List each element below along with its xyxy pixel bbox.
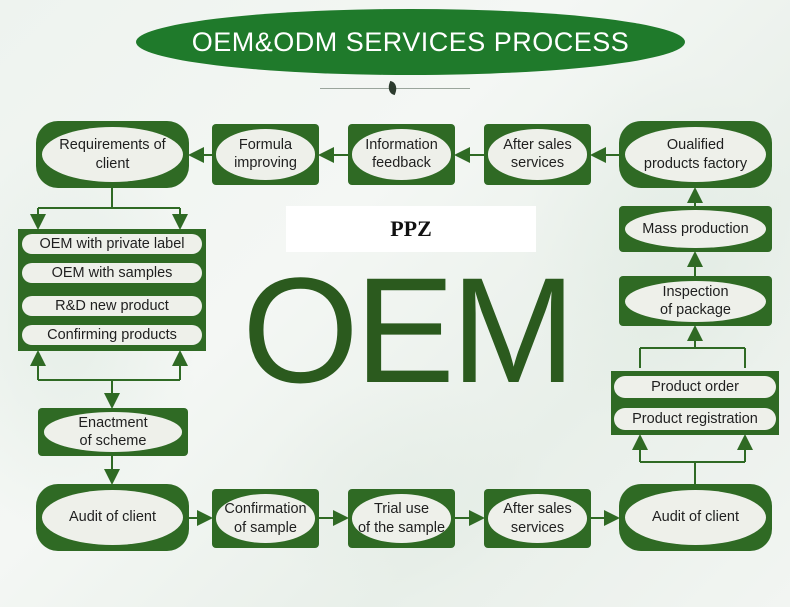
node-product-registration: Product registration [611, 405, 779, 433]
option-label: OEM with private label [21, 233, 203, 255]
option-label: R&D new product [21, 295, 203, 317]
option-item: OEM with samples [18, 260, 206, 286]
node-audit-right: Audit of client [619, 484, 772, 551]
node-confirmation: Confirmation of sample [212, 489, 319, 548]
node-inspection-label: Inspection of package [625, 280, 766, 322]
node-requirements: Requirements of client [36, 121, 189, 188]
option-label: Confirming products [21, 324, 203, 346]
option-item: Confirming products [18, 322, 206, 348]
center-oem-text: OEM [242, 245, 576, 414]
node-enactment: Enactment of scheme [38, 408, 188, 456]
node-information-feedback: Information feedback [348, 124, 455, 185]
node-audit-left: Audit of client [36, 484, 189, 551]
option-label: OEM with samples [21, 262, 203, 284]
node-product-order-label: Product order [614, 375, 776, 399]
node-trial-use-label: Trial use of the sample [352, 494, 451, 543]
option-item: OEM with private label [18, 231, 206, 257]
node-formula: Formula improving [212, 124, 319, 185]
node-product-order: Product order [611, 373, 779, 401]
node-after-sales-top-label: After sales services [488, 129, 587, 180]
node-after-sales-bottom-label: After sales services [488, 494, 587, 543]
node-formula-label: Formula improving [216, 129, 315, 180]
brand-label: PPZ [286, 206, 536, 252]
node-after-sales-bottom: After sales services [484, 489, 591, 548]
node-product-registration-label: Product registration [614, 407, 776, 431]
node-audit-right-label: Audit of client [625, 490, 766, 545]
node-mass-production-label: Mass production [625, 210, 766, 248]
node-trial-use: Trial use of the sample [348, 489, 455, 548]
node-enactment-label: Enactment of scheme [44, 412, 182, 452]
node-inspection: Inspection of package [619, 276, 772, 326]
node-qualified-factory: Oualified products factory [619, 121, 772, 188]
node-information-feedback-label: Information feedback [352, 129, 451, 180]
node-qualified-factory-label: Oualified products factory [625, 127, 766, 182]
node-confirmation-label: Confirmation of sample [216, 494, 315, 543]
option-item: R&D new product [18, 293, 206, 319]
node-after-sales-top: After sales services [484, 124, 591, 185]
node-requirements-label: Requirements of client [42, 127, 183, 182]
page-title: OEM&ODM SERVICES PROCESS [136, 9, 685, 75]
node-audit-left-label: Audit of client [42, 490, 183, 545]
node-mass-production: Mass production [619, 206, 772, 252]
